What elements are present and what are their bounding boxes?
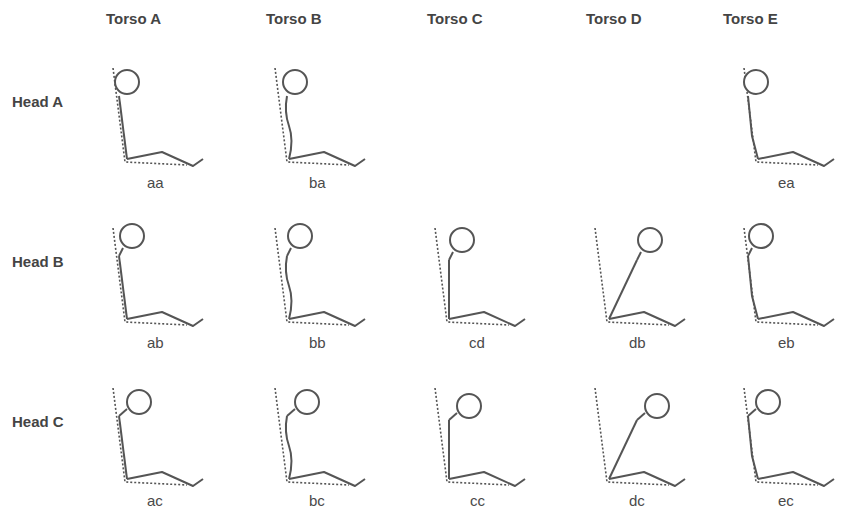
torso-line <box>286 256 292 319</box>
leg-line <box>758 472 834 486</box>
posture-figure <box>744 224 834 326</box>
neck-line <box>119 248 123 256</box>
posture-figure <box>744 388 834 486</box>
cell-label: bb <box>309 335 326 350</box>
column-header: Torso A <box>106 11 161 26</box>
reference-line <box>595 388 669 485</box>
torso-line <box>286 416 292 479</box>
column-header: Torso D <box>586 11 642 26</box>
posture-figure <box>113 224 203 326</box>
neck-line <box>287 409 295 416</box>
head-circle <box>127 390 151 414</box>
neck-line <box>748 248 752 256</box>
neck-line <box>637 413 645 420</box>
cell-label: db <box>629 335 646 350</box>
leg-line <box>609 472 685 486</box>
torso-line <box>748 256 758 319</box>
posture-figure <box>113 68 203 166</box>
neck-line <box>449 252 453 260</box>
reference-line <box>435 228 509 325</box>
neck-line <box>287 248 291 256</box>
head-circle <box>283 70 307 94</box>
reference-line <box>113 388 187 485</box>
row-header: Head C <box>12 414 64 429</box>
row-header: Head A <box>12 94 63 109</box>
cell-label: ea <box>778 175 795 190</box>
head-circle <box>115 70 139 94</box>
leg-line <box>127 152 203 166</box>
neck-line <box>119 409 127 416</box>
leg-line <box>609 312 685 326</box>
head-circle <box>645 394 669 418</box>
row-header: Head B <box>12 254 64 269</box>
leg-line <box>758 312 834 326</box>
reference-line <box>275 228 349 325</box>
cell-label: cc <box>470 493 485 508</box>
posture-figure <box>113 388 203 486</box>
neck-line <box>748 409 756 416</box>
head-circle <box>120 224 144 248</box>
torso-line <box>448 260 450 319</box>
cell-label: ac <box>147 493 163 508</box>
leg-line <box>127 472 203 486</box>
posture-figure <box>435 228 525 326</box>
cell-label: ba <box>309 175 326 190</box>
cell-label: aa <box>147 175 164 190</box>
cell-label: dc <box>629 493 645 508</box>
column-header: Torso C <box>427 11 483 26</box>
neck-line <box>637 252 641 260</box>
column-header: Torso B <box>266 11 322 26</box>
head-circle <box>450 228 474 252</box>
cell-label: ab <box>147 335 164 350</box>
leg-line <box>289 152 365 166</box>
cell-label: bc <box>309 493 325 508</box>
posture-figure <box>275 224 365 326</box>
leg-line <box>449 472 525 486</box>
reference-line <box>595 228 669 325</box>
torso-line <box>609 260 637 319</box>
torso-line <box>748 416 758 479</box>
posture-figure <box>744 68 834 166</box>
reference-line <box>275 68 349 165</box>
reference-line <box>113 68 187 165</box>
posture-figure <box>275 388 365 486</box>
head-circle <box>756 390 780 414</box>
torso-line <box>448 420 450 479</box>
reference-line <box>744 68 818 165</box>
leg-line <box>289 312 365 326</box>
posture-figure <box>595 228 685 326</box>
torso-line <box>286 96 292 159</box>
reference-line <box>275 388 349 485</box>
torso-line <box>119 256 127 319</box>
head-circle <box>638 228 662 252</box>
neck-line <box>449 413 457 420</box>
head-circle <box>749 224 773 248</box>
torso-line <box>748 96 758 159</box>
leg-line <box>758 152 834 166</box>
head-circle <box>288 224 312 248</box>
posture-figure <box>275 68 365 166</box>
head-circle <box>295 390 319 414</box>
reference-line <box>435 388 509 485</box>
column-header: Torso E <box>723 11 778 26</box>
reference-line <box>744 388 818 485</box>
leg-line <box>449 312 525 326</box>
torso-line <box>609 420 637 479</box>
leg-line <box>127 312 203 326</box>
cell-label: ec <box>778 493 794 508</box>
cell-label: cd <box>469 335 485 350</box>
torso-line <box>119 96 127 159</box>
head-circle <box>744 70 768 94</box>
torso-line <box>119 416 127 479</box>
cell-label: eb <box>778 335 795 350</box>
head-circle <box>457 394 481 418</box>
leg-line <box>289 472 365 486</box>
posture-figure <box>595 388 685 486</box>
posture-figure <box>435 388 525 486</box>
